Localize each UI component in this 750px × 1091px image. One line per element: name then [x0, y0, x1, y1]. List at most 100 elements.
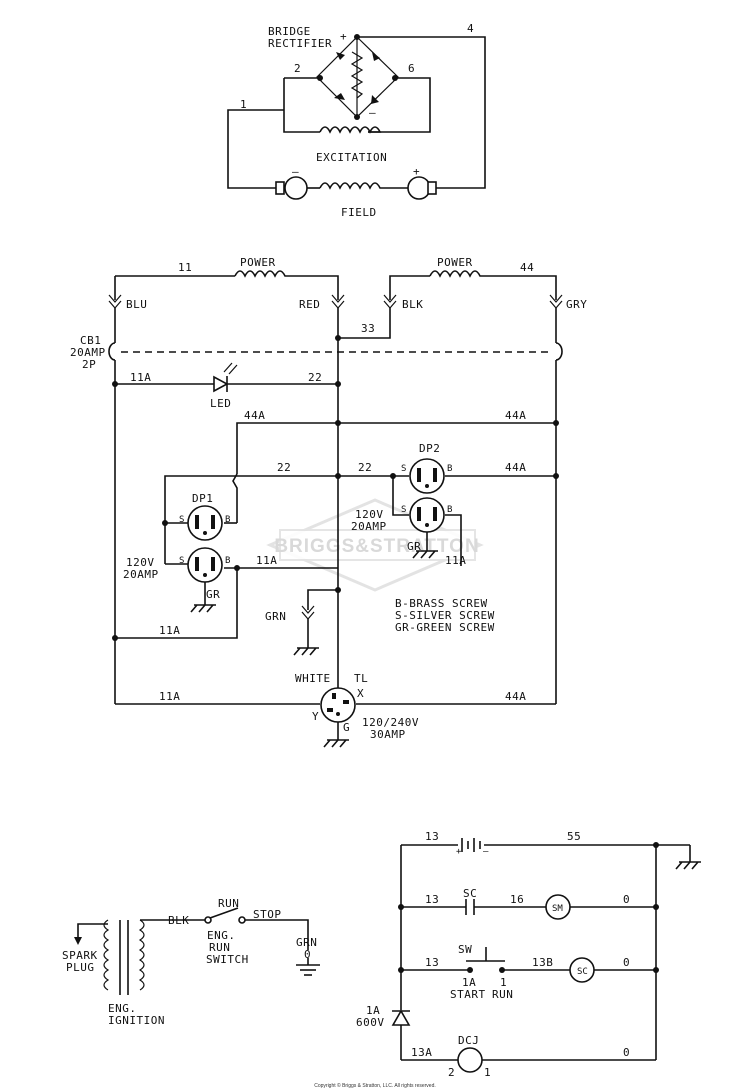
wire-44a-bottom: 44A	[505, 690, 526, 703]
blu-label: BLU	[126, 298, 147, 311]
dcj-term-2: 2	[448, 1066, 455, 1079]
spark-label-2: PLUG	[66, 961, 95, 974]
battery-minus: –	[483, 847, 489, 857]
ignition-label-1: ENG.	[108, 1002, 137, 1015]
legend-line-3: GR-GREEN SCREW	[395, 621, 495, 634]
bridge-plus: +	[340, 30, 347, 43]
wire-11a-mid: 11A	[256, 554, 277, 567]
dp1-s-bottom: S	[179, 556, 184, 566]
switch-label-2: RUN	[209, 941, 230, 954]
ign-zero: 0	[304, 948, 311, 961]
cb1-label-2: 20AMP	[70, 346, 106, 359]
field-brush-left	[284, 176, 308, 200]
power-left-label: POWER	[240, 256, 276, 269]
wire-13b: 13B	[532, 956, 553, 969]
wire-13-a: 13	[425, 830, 439, 843]
receptacle-rating-1: 120/240V	[362, 716, 419, 729]
spark-label-1: SPARK	[62, 949, 98, 962]
zero-1: 0	[623, 893, 630, 906]
run-label-starter: RUN	[492, 988, 513, 1001]
ign-blk-label: BLK	[168, 914, 189, 927]
receptacle-rating-2: 30AMP	[370, 728, 406, 741]
power-section: 11 POWER POWER 44 BLU RED BLK GRY 33 CB1…	[70, 256, 587, 748]
sw-label: SW	[458, 943, 472, 956]
dp1-label: DP1	[192, 492, 213, 505]
wire-1-label: 1	[240, 98, 247, 111]
diode-rating-2: 600V	[356, 1016, 385, 1029]
wire-11a-top: 11A	[130, 371, 151, 384]
wire-22-b: 22	[358, 461, 372, 474]
twist-lock-receptacle	[320, 687, 356, 723]
y-label: Y	[312, 710, 319, 723]
switch-label-1: ENG.	[207, 929, 236, 942]
term-1a: 1A	[462, 976, 476, 989]
dcj-term-1: 1	[484, 1066, 491, 1079]
excitation-label: EXCITATION	[316, 151, 387, 164]
battery-plus: +	[456, 847, 462, 857]
g-label: G	[343, 721, 350, 734]
diode	[391, 1009, 411, 1026]
dp2-rating-2: 20AMP	[351, 520, 387, 533]
dp1-b-bottom: B	[225, 556, 230, 566]
bridge-label-1: BRIDGE	[268, 25, 311, 38]
wire-13-c: 13	[425, 956, 439, 969]
dcj-label: DCJ	[458, 1034, 479, 1047]
wire-55: 55	[567, 830, 581, 843]
sc-cap-label: SC	[463, 887, 477, 900]
start-label: START	[450, 988, 486, 1001]
dp2-s-bottom: S	[401, 505, 406, 515]
dp2-b-bottom: B	[447, 505, 452, 515]
wire-16: 16	[510, 893, 524, 906]
excitation-section: BRIDGE RECTIFIER + – 1 2 4 6 EXCITATION …	[227, 22, 486, 219]
white-label: WHITE	[295, 672, 331, 685]
diode-rating-1: 1A	[366, 1004, 380, 1017]
term-1: 1	[500, 976, 507, 989]
dp1-rating-2: 20AMP	[123, 568, 159, 581]
field-plus: +	[413, 165, 420, 178]
wire-13a: 13A	[411, 1046, 432, 1059]
led-label: LED	[210, 397, 231, 410]
cb1-label-1: CB1	[80, 334, 101, 347]
stop-label: STOP	[253, 908, 282, 921]
ign-grn-label: GRN	[296, 936, 317, 949]
dp2-outlet-top	[409, 458, 445, 494]
wire-44a-2: 44A	[505, 409, 526, 422]
wire-11-label: 11	[178, 261, 192, 274]
wire-22-top: 22	[308, 371, 322, 384]
led-diode	[213, 375, 229, 393]
wire-44a-1: 44A	[244, 409, 265, 422]
cb1-label-3: 2P	[82, 358, 96, 371]
zero-3: 0	[623, 1046, 630, 1059]
dp2-rating-1: 120V	[355, 508, 384, 521]
wire-22-a: 22	[277, 461, 291, 474]
bridge-label-2: RECTIFIER	[268, 37, 332, 50]
dp2-s-top: S	[401, 464, 406, 474]
wire-44-label: 44	[520, 261, 534, 274]
x-label: X	[357, 687, 364, 700]
field-brush-right	[407, 176, 431, 200]
wire-6-label: 6	[408, 62, 415, 75]
dp1-rating-1: 120V	[126, 556, 155, 569]
wire-44a-3: 44A	[505, 461, 526, 474]
wire-33-label: 33	[361, 322, 375, 335]
wire-4-label: 4	[467, 22, 474, 35]
starter-section: 13 + – 55 13 SC 16 SM 0 13 SW 13B SC 0 1…	[356, 830, 701, 1079]
legend-line-1: B-BRASS SCREW	[395, 597, 488, 610]
copyright-text: Copyright © Briggs & Stratton, LLC. All …	[314, 1082, 436, 1089]
wire-13-b: 13	[425, 893, 439, 906]
grn-label: GRN	[265, 610, 286, 623]
dp2-gr-label: GR	[407, 540, 421, 553]
sm-label: SM	[552, 904, 563, 914]
dp1-b-top: B	[225, 515, 230, 525]
blk-label: BLK	[402, 298, 423, 311]
dp1-outlet-top	[187, 505, 223, 541]
bridge-minus: –	[369, 106, 376, 119]
switch-label-3: SWITCH	[206, 953, 249, 966]
run-label: RUN	[218, 897, 239, 910]
gry-label: GRY	[566, 298, 587, 311]
red-label: RED	[299, 298, 320, 311]
field-minus: –	[292, 165, 299, 178]
tl-label: TL	[354, 672, 368, 685]
ignition-label-2: IGNITION	[108, 1014, 165, 1027]
